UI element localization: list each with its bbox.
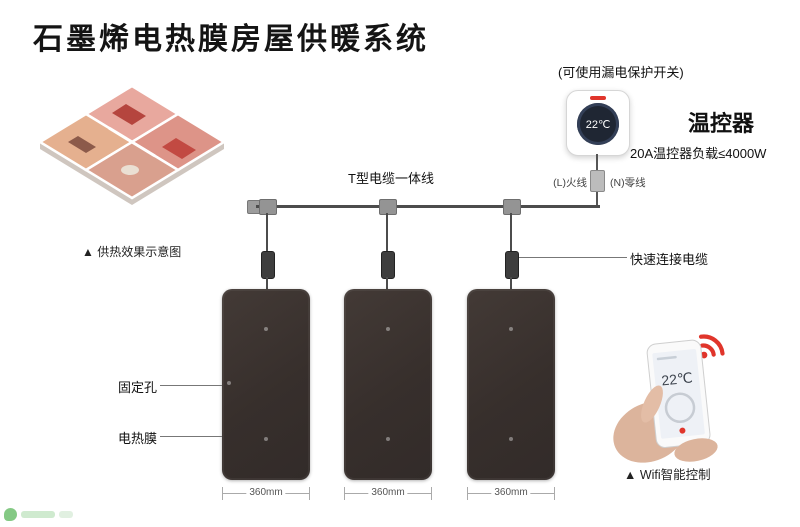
- drop-cable: [386, 213, 388, 252]
- dimension-tick: [344, 487, 345, 500]
- thermostat-wire-plug: [590, 170, 605, 192]
- dimension-tick: [554, 487, 555, 500]
- heating-film-label: 电热膜: [118, 431, 158, 446]
- thermostat-device: 22℃: [566, 90, 630, 156]
- phone-statusbar: [656, 355, 677, 361]
- quick-connector: [381, 251, 395, 279]
- t-cable-label: T型电缆一体线: [348, 171, 434, 186]
- panel-stub-cable: [386, 277, 388, 290]
- fixing-hole-dot: [386, 437, 390, 441]
- fixing-hole-dot: [227, 381, 231, 385]
- hand-with-phone-illustration: 22℃: [613, 339, 718, 463]
- wifi-icon: [698, 334, 725, 359]
- t-junction: [503, 199, 521, 215]
- floorplan-wall: [131, 140, 156, 158]
- drop-cable: [266, 213, 268, 252]
- heating-film-panel-3: [467, 289, 555, 480]
- brand-logo-text-mark: [21, 510, 55, 518]
- brand-logo: [4, 506, 78, 522]
- quick-connect-leader-line: [519, 257, 627, 258]
- heating-film-panel-1: [222, 289, 310, 480]
- floorplan-sofa: [68, 136, 96, 153]
- hand-thumb: [641, 385, 663, 423]
- fixing-hole-dot: [264, 327, 268, 331]
- dimension-tick: [222, 487, 223, 500]
- phone-temp-value: 22℃: [661, 369, 694, 388]
- floorplan-bed1: [112, 104, 146, 125]
- dimension-panel-1: 360mm: [222, 486, 310, 502]
- wifi-control-caption: ▲ Wifi智能控制: [624, 468, 711, 482]
- hand-fingers: [674, 438, 718, 462]
- floorplan-wall: [108, 126, 133, 144]
- thermostat-temp-value: 22℃: [585, 118, 611, 131]
- thermostat-display: 22℃: [577, 103, 619, 145]
- main-cable-line: [256, 205, 600, 208]
- dimension-tick: [467, 487, 468, 500]
- neutral-wire-label: (N)零线: [610, 177, 646, 189]
- fixing-hole-dot: [264, 437, 268, 441]
- t-junction: [259, 199, 277, 215]
- smartphone: 22℃: [646, 339, 711, 448]
- fixing-hole-dot: [386, 327, 390, 331]
- dimension-value: 360mm: [368, 487, 408, 498]
- dimension-tick: [431, 487, 432, 500]
- drop-cable: [510, 213, 512, 252]
- heating-film-panel-2: [344, 289, 432, 480]
- dimension-panel-2: 360mm: [344, 486, 432, 502]
- thermostat-label: 温控器: [688, 111, 755, 136]
- brand-logo-text-mark: [59, 510, 73, 518]
- floorplan-illustration: [37, 84, 227, 205]
- heating-film-leader-line: [160, 436, 222, 437]
- quick-connect-label: 快速连接电缆: [630, 252, 709, 267]
- floorplan-caption: ▲ 供热效果示意图: [82, 245, 182, 259]
- dimension-value: 360mm: [491, 487, 531, 498]
- fixing-hole-label: 固定孔: [118, 380, 158, 395]
- dimension-panel-3: 360mm: [467, 486, 555, 502]
- fixing-hole-dot: [509, 437, 513, 441]
- floorplan-bed2: [162, 138, 196, 159]
- quick-connector: [261, 251, 275, 279]
- thermostat-brand-mark: [590, 96, 606, 100]
- breaker-note: (可使用漏电保护开关): [558, 65, 684, 80]
- page-title: 石墨烯电热膜房屋供暖系统: [33, 23, 429, 56]
- fixing-hole-dot: [509, 327, 513, 331]
- panel-stub-cable: [266, 277, 268, 290]
- quick-connector: [505, 251, 519, 279]
- panel-stub-cable: [510, 277, 512, 290]
- floorplan-table: [121, 165, 139, 175]
- dimension-tick: [309, 487, 310, 500]
- live-wire-label: (L)火线: [553, 177, 587, 189]
- brand-logo-icon: [4, 507, 17, 521]
- fixing-hole-leader-line: [160, 385, 222, 386]
- phone-dial: [664, 392, 696, 423]
- phone-red-button: [679, 427, 686, 434]
- thermostat-load-label: 20A温控器负载≤4000W: [630, 146, 767, 161]
- dimension-value: 360mm: [246, 487, 286, 498]
- t-junction: [379, 199, 397, 215]
